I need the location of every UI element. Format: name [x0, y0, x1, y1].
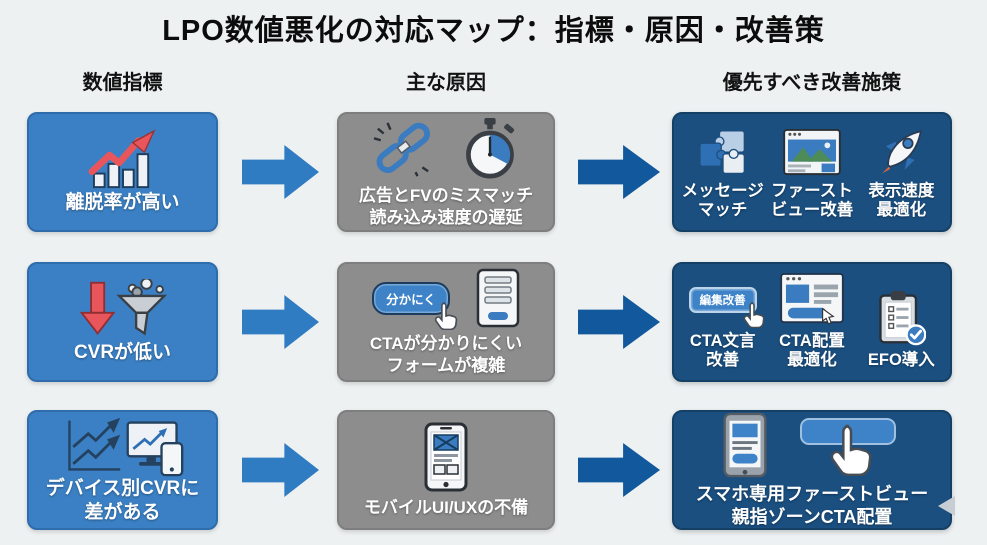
cause-box: 分かにく CTAが分かりにくい フォームが複雑: [337, 262, 555, 382]
cause-label: 読み込み速度の遅延: [369, 207, 523, 227]
action-label: 改善: [706, 351, 740, 370]
cause-label: フォームが複雑: [386, 355, 506, 375]
row-high-exit-rate: 離脱率が高い: [0, 112, 987, 232]
action-box: 編集改善 CTA文言 改善: [672, 262, 952, 382]
browser-image-icon: [783, 129, 841, 176]
action-label: CTA文言: [689, 332, 756, 351]
action-label: ファースト: [771, 182, 853, 201]
corner-triangle-decoration: [938, 496, 955, 516]
flow-arrow: [578, 295, 660, 349]
edit-sample-button: 編集改善: [688, 287, 765, 329]
cta-sample-button: 分かにく: [372, 281, 458, 330]
metric-label: 差がある: [84, 502, 161, 523]
action-item: CTA配置 最適化: [767, 272, 856, 370]
clipboard-check-icon: [879, 290, 927, 346]
action-label: 親指ゾーンCTA配置: [731, 506, 893, 527]
rocket-icon: [878, 130, 923, 178]
page-title: LPO数値悪化の対応マップ：指標・原因・改善策: [162, 15, 825, 47]
column-header-actions: 優先すべき改善施策: [722, 72, 902, 94]
action-item: 表示速度 最適化: [857, 122, 946, 220]
action-box: メッセージ マッチ: [672, 112, 952, 232]
puzzle-pieces-icon: [698, 130, 745, 175]
action-box: スマホ専用ファーストビュー 親指ゾーンCTA配置: [672, 410, 952, 530]
action-label: CTA配置: [779, 332, 845, 351]
form-fields-icon: [476, 269, 520, 328]
flow-arrow: [242, 145, 319, 199]
broken-link-icon: [373, 122, 430, 177]
mobile-wireframe-icon: [424, 422, 468, 492]
action-label: EFO導入: [867, 351, 935, 370]
flow-arrow: [578, 443, 660, 497]
action-label: ビュー改善: [770, 201, 854, 220]
flow-arrow: [242, 295, 319, 349]
browser-cta-cursor-icon: [780, 273, 844, 325]
metric-label: 離脱率が高い: [65, 192, 180, 214]
action-item: ファースト ビュー改善: [767, 122, 856, 220]
row-device-cvr-gap: デバイス別CVRに 差がある モバイ: [0, 410, 987, 530]
row-low-cvr: CVRが低い 分かにく CTAが分かりにくい: [0, 262, 987, 382]
cta-sample-button-label: 分かにく: [386, 292, 436, 307]
action-label: マッチ: [697, 201, 748, 220]
action-icons: [722, 412, 902, 478]
device-charts-icon: [67, 418, 183, 477]
smartphone-layout-icon: [723, 412, 767, 478]
edit-sample-button-label: 編集改善: [699, 295, 746, 308]
stopwatch-icon: [466, 118, 515, 179]
metric-label: CVRが低い: [73, 342, 172, 364]
action-label: メッセージ: [681, 182, 764, 201]
down-arrow-funnel-icon: [79, 279, 167, 336]
action-label: スマホ専用ファーストビュー: [695, 484, 929, 504]
flow-arrow: [242, 443, 319, 497]
hand-cursor-icon: [743, 302, 765, 329]
cause-label: CTAが分かりにくい: [369, 334, 523, 354]
hand-cursor-icon: [434, 301, 458, 330]
column-header-causes: 主な原因: [406, 72, 486, 94]
action-items: 編集改善 CTA文言 改善: [674, 264, 950, 380]
column-header-metrics: 数値指標: [82, 72, 163, 94]
bar-chart-rising-arrow-icon: [88, 129, 156, 189]
action-item: EFO導入: [857, 272, 946, 370]
action-label: 表示速度: [868, 182, 935, 201]
action-label: 最適化: [876, 201, 927, 220]
hand-cursor-icon: [830, 424, 872, 476]
action-item: 編集改善 CTA文言 改善: [678, 272, 767, 370]
metric-box: デバイス別CVRに 差がある: [27, 410, 218, 530]
flow-arrow: [578, 145, 660, 199]
cause-icons: [372, 116, 520, 180]
thumb-tap-button-icon: [794, 414, 902, 476]
action-labels: スマホ専用ファーストビュー 親指ゾーンCTA配置: [696, 483, 929, 528]
action-item: メッセージ マッチ: [678, 122, 767, 220]
cause-icons: [424, 422, 468, 492]
metric-box: CVRが低い: [27, 262, 218, 382]
cause-label: 広告とFVのミスマッチ: [358, 186, 534, 206]
action-items: メッセージ マッチ: [674, 114, 950, 230]
cause-box: 広告とFVのミスマッチ 読み込み速度の遅延: [337, 112, 555, 232]
metric-label: デバイス別CVRに: [45, 478, 200, 500]
cause-icons: 分かにく: [372, 268, 520, 330]
cause-box: モバイルUI/UXの不備: [337, 410, 555, 530]
metric-box: 離脱率が高い: [27, 112, 218, 232]
action-label: 最適化: [787, 351, 837, 370]
cause-label: モバイルUI/UXの不備: [363, 497, 529, 517]
